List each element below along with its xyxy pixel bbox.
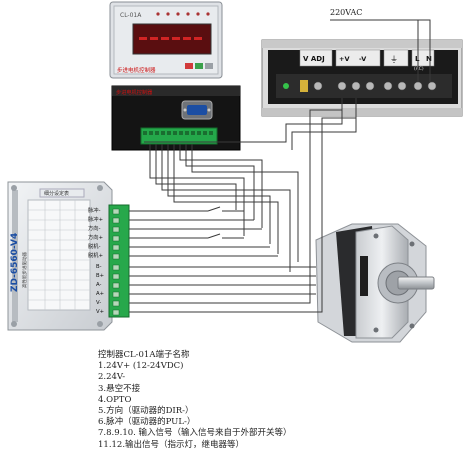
indicator-leds xyxy=(156,12,210,16)
motor-shaft xyxy=(397,276,435,290)
power-supply: V ADJ +V -V ⏚ L N (AC) xyxy=(261,39,463,117)
psu-n-label: N xyxy=(426,55,432,63)
driver-pin-label: 脱机+ xyxy=(88,251,103,259)
notes-title: 控制器CL-01A端子名称 xyxy=(98,350,190,360)
notes-line: 1.24V+ (12-24VDC) xyxy=(98,361,184,372)
driver-model-label: ZD-6560-V4 xyxy=(10,233,20,292)
controller-model-label: CL-01A xyxy=(120,12,142,19)
terminal-notes: 控制器CL-01A端子名称 1.24V+ (12-24VDC) 2.24V- 3… xyxy=(98,350,398,451)
ac-power-label: 220VAC xyxy=(330,8,363,17)
driver-pin-label: 脉冲+ xyxy=(88,215,103,223)
driver-pin-labels: 脉冲- 脉冲+ 方向- 方向+ 脱机- 脱机+ B- B+ A- A+ V- V… xyxy=(88,206,104,315)
controller-panel-label: 步进电机控制器 xyxy=(117,66,156,74)
driver-pin-label: A- xyxy=(96,282,102,288)
controller-terminal-label: 步进电机控制器 xyxy=(116,88,153,96)
notes-line: 2.24V- xyxy=(98,372,126,383)
controller-front-panel: CL-01A 步进电机控制器 xyxy=(109,1,223,79)
stepper-driver: 细分设定表 ZD-6560-V4 高性能步进驱动器 脉冲- 脉冲+ 方向- xyxy=(7,181,130,331)
serial-port xyxy=(181,100,213,120)
psu-power-led xyxy=(283,83,289,89)
driver-pin-label: 方向+ xyxy=(88,233,103,241)
psu-adj-knob[interactable] xyxy=(300,80,308,92)
driver-top-label: 细分设定表 xyxy=(44,190,69,197)
motor-label-plate xyxy=(360,256,368,296)
button-red[interactable] xyxy=(185,63,193,69)
psu-plus-v-label: +V xyxy=(339,55,349,63)
psu-ac-label: (AC) xyxy=(414,66,424,72)
green-terminal-block xyxy=(140,127,218,145)
stepper-motor xyxy=(315,223,435,343)
notes-line: 6.脉冲（驱动器的PUL-） xyxy=(98,417,196,428)
driver-pin-label: V- xyxy=(96,300,101,306)
psu-minus-v-label: -V xyxy=(359,55,366,63)
driver-pin-label: V+ xyxy=(96,309,104,315)
driver-pin-label: 脉冲- xyxy=(88,206,101,214)
button-gray[interactable] xyxy=(205,63,213,69)
psu-vadj-label: V ADJ xyxy=(303,55,325,63)
driver-pin-label: B+ xyxy=(96,273,104,279)
notes-line: 11.12.输出信号（指示灯，继电器等） xyxy=(98,439,245,450)
driver-pin-label: 方向- xyxy=(88,224,101,232)
driver-pin-label: 脱机- xyxy=(88,242,101,250)
notes-line: 5.方向（驱动器的DIR-） xyxy=(98,406,194,417)
psu-ground-icon: ⏚ xyxy=(390,55,398,64)
controller-rear-terminal: 步进电机控制器 xyxy=(111,85,241,151)
driver-pin-label: B- xyxy=(96,264,102,270)
notes-line: 4.OPTO xyxy=(98,394,132,405)
notes-line: 7.8.9.10. 输入信号（输入信号来自于外部开关等） xyxy=(98,428,292,439)
driver-terminal-block xyxy=(108,204,130,318)
button-green[interactable] xyxy=(195,63,203,69)
display-digits xyxy=(139,37,202,40)
driver-spec-grid xyxy=(28,200,90,310)
driver-subtitle: 高性能步进驱动器 xyxy=(21,252,28,288)
wiring xyxy=(129,19,431,313)
notes-line: 3.悬空不接 xyxy=(98,383,141,394)
driver-pin-label: A+ xyxy=(96,291,104,297)
